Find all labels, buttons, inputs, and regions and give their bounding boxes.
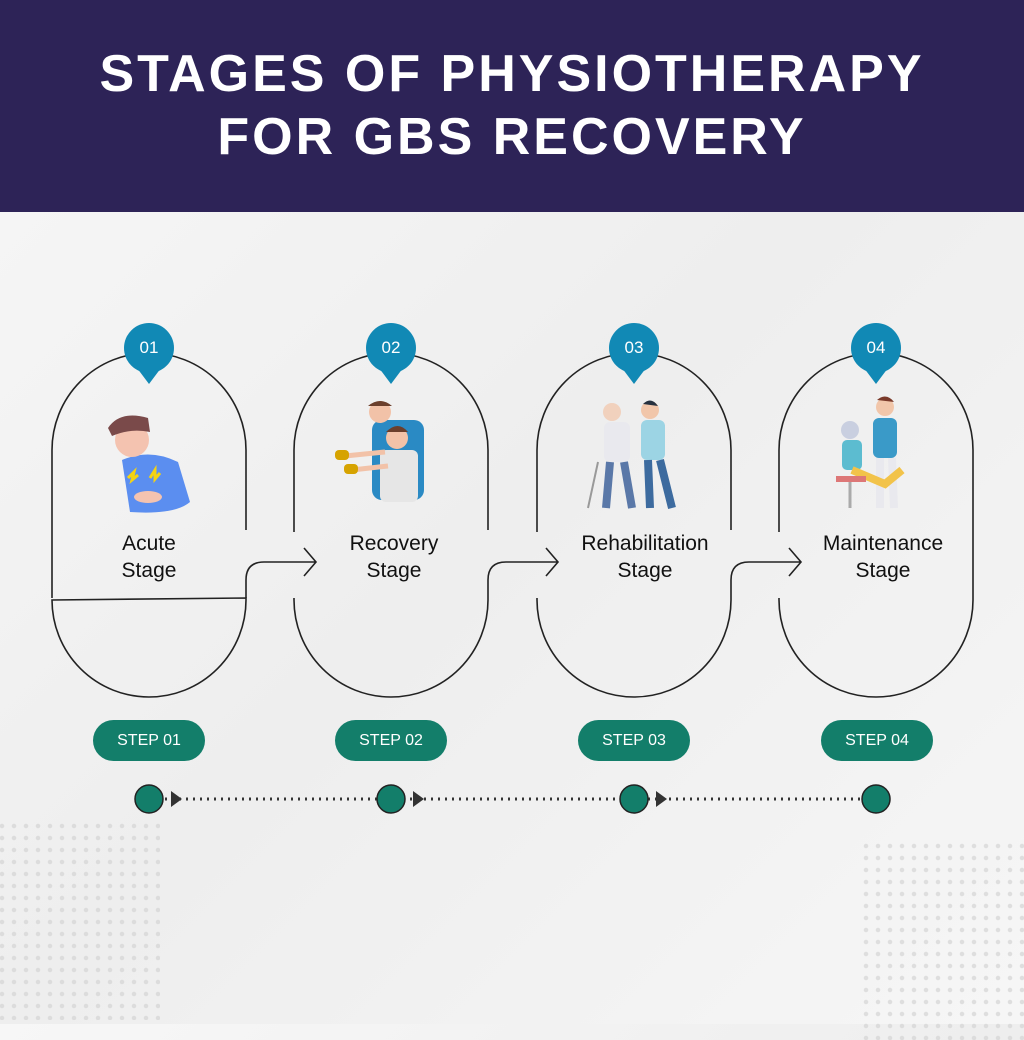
leg-exercise-illustration [836,396,905,509]
number-badge-pin [366,323,416,384]
page-title-line2: FOR GBS RECOVERY [217,108,807,166]
stage-number: 04 [866,338,886,357]
stage-card-outline [51,352,247,698]
number-badge-pin [124,323,174,384]
step-pill: STEP 04 [821,720,933,761]
timeline-node [134,784,164,814]
step-pill: STEP 02 [335,720,447,761]
walking-assist-illustration [587,400,676,509]
page-title-line1: STAGES OF PHYSIOTHERAPY [99,45,925,103]
connector-arrow [730,547,803,598]
stage-label-line2: Stage [121,559,177,582]
timeline-node [861,784,891,814]
stage-number: 02 [381,338,401,357]
step-pill: STEP 03 [578,720,690,761]
stage-card-outline [293,352,489,698]
connector-arrow [245,547,318,598]
stage-number: 01 [139,338,159,357]
stage-label-line1: Rehabilitation [581,532,709,555]
timeline-node [376,784,406,814]
stage-card-outline [778,352,974,698]
number-badge-pin [851,323,901,384]
stage-label-line1: Recovery [349,532,439,555]
therapist-dumbbell-illustration [335,401,424,502]
stage-number: 03 [624,338,644,357]
dot-pattern [860,840,1024,1040]
stage-label-line2: Stage [617,559,673,582]
stage-label-line2: Stage [855,559,911,582]
timeline-arrow-icon [413,791,424,807]
timeline-node [619,784,649,814]
step-pill: STEP 01 [93,720,205,761]
dot-pattern [0,820,160,1020]
number-badge-pin [609,323,659,384]
timeline-arrow-icon [171,791,182,807]
stage-label-line1: Maintenance [822,532,944,555]
timeline-arrow-icon [656,791,667,807]
stage-label-line1: Acute [122,532,176,555]
connector-arrow [487,547,560,598]
stage-label-line2: Stage [366,559,422,582]
header-banner: STAGES OF PHYSIOTHERAPY FOR GBS RECOVERY [0,0,1024,212]
stage-card-outline [536,352,732,698]
timeline-track [134,784,891,814]
patient-pain-illustration [108,415,190,513]
